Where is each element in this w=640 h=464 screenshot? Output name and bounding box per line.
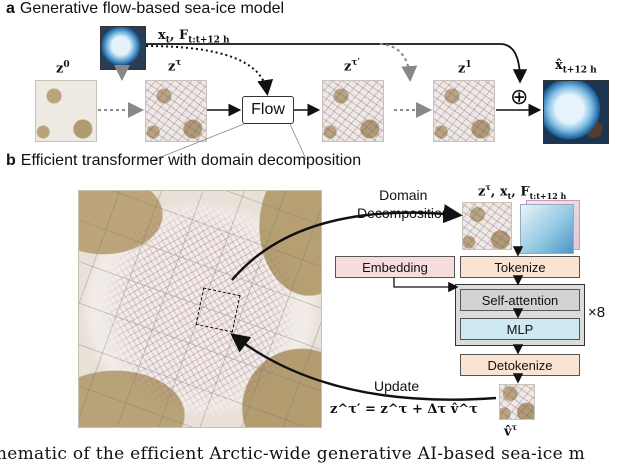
update-arrow — [234, 336, 496, 400]
panel-b-connectors — [0, 160, 640, 440]
embedding-arrow — [394, 277, 456, 287]
cond-to-z1-arrow — [380, 44, 410, 78]
figure-caption: hematic of the efficient Arctic-wide gen… — [0, 444, 585, 464]
decomposition-arrow — [232, 213, 458, 280]
panel-a-connectors — [0, 0, 640, 160]
cond-to-flow-arrow — [146, 46, 267, 92]
